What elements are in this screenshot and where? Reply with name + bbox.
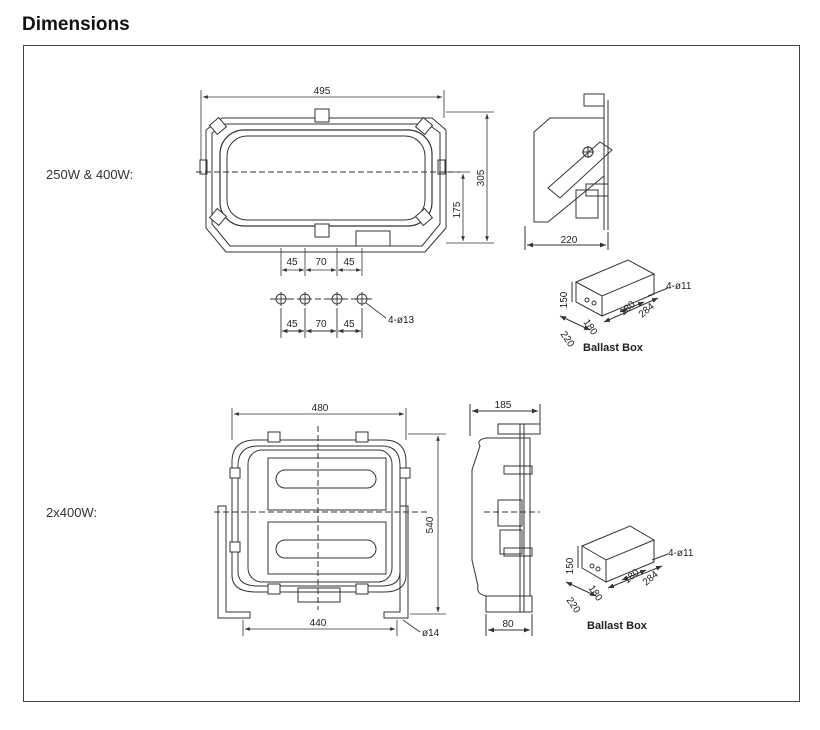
ballast2-height-label: 150 (565, 557, 576, 574)
front-height-label: 305 (476, 169, 487, 186)
ballast1-caption: Ballast Box (583, 342, 644, 354)
front2-height-label: 540 (425, 516, 436, 533)
front2-hole-label: ø14 (422, 628, 440, 639)
ballast2-caption: Ballast Box (587, 620, 648, 632)
mounting-plate-view (270, 292, 387, 338)
side2-depth-label: 185 (495, 400, 512, 411)
ballast1-inner-label: 180 (581, 317, 600, 337)
row-label-250-400w: 250W & 400W: (46, 167, 134, 182)
front-spacing-a-label: 45 (286, 257, 298, 268)
ballast2-length-label: 284 (641, 569, 661, 588)
front-width-label: 495 (314, 86, 331, 97)
front-spacing-c-label: 45 (343, 257, 355, 268)
ballast2-depth-label: 220 (564, 595, 583, 615)
front-mount-height-label: 175 (452, 201, 463, 218)
row-label-2x400w: 2x400W: (46, 505, 98, 520)
page-title: Dimensions (22, 14, 130, 35)
side-view-250-400w (524, 93, 613, 250)
front-view-2x400w (214, 426, 430, 619)
diagram-frame (23, 45, 800, 702)
ballast2-spacing-label: 180 (622, 567, 642, 586)
front2-base-width-label: 440 (310, 618, 327, 629)
ballast1-depth-label: 220 (558, 329, 577, 349)
side-view-2x400w (469, 404, 541, 636)
plate-holes-label: 4-ø13 (388, 315, 415, 326)
plate-spacing-a-label: 45 (286, 319, 298, 330)
plate-spacing-c-label: 45 (343, 319, 355, 330)
front-view-250-400w (196, 108, 460, 253)
plate-spacing-b-label: 70 (315, 319, 327, 330)
ballast1-holes-label: 4-ø11 (666, 281, 692, 292)
side-depth-label: 220 (561, 235, 578, 246)
ballast-box-row2 (565, 525, 669, 597)
front-view-250-400w-dimensions (200, 90, 494, 276)
front-view-2x400w-dimensions (231, 408, 446, 636)
side2-base-label: 80 (502, 619, 514, 630)
ballast1-height-label: 150 (559, 291, 570, 308)
ballast2-inner-label: 180 (586, 583, 605, 603)
ballast2-holes-label: 4-ø11 (668, 548, 694, 559)
front-spacing-b-label: 70 (315, 257, 327, 268)
front2-width-label: 480 (312, 403, 329, 414)
ballast-box-row1 (559, 259, 669, 331)
